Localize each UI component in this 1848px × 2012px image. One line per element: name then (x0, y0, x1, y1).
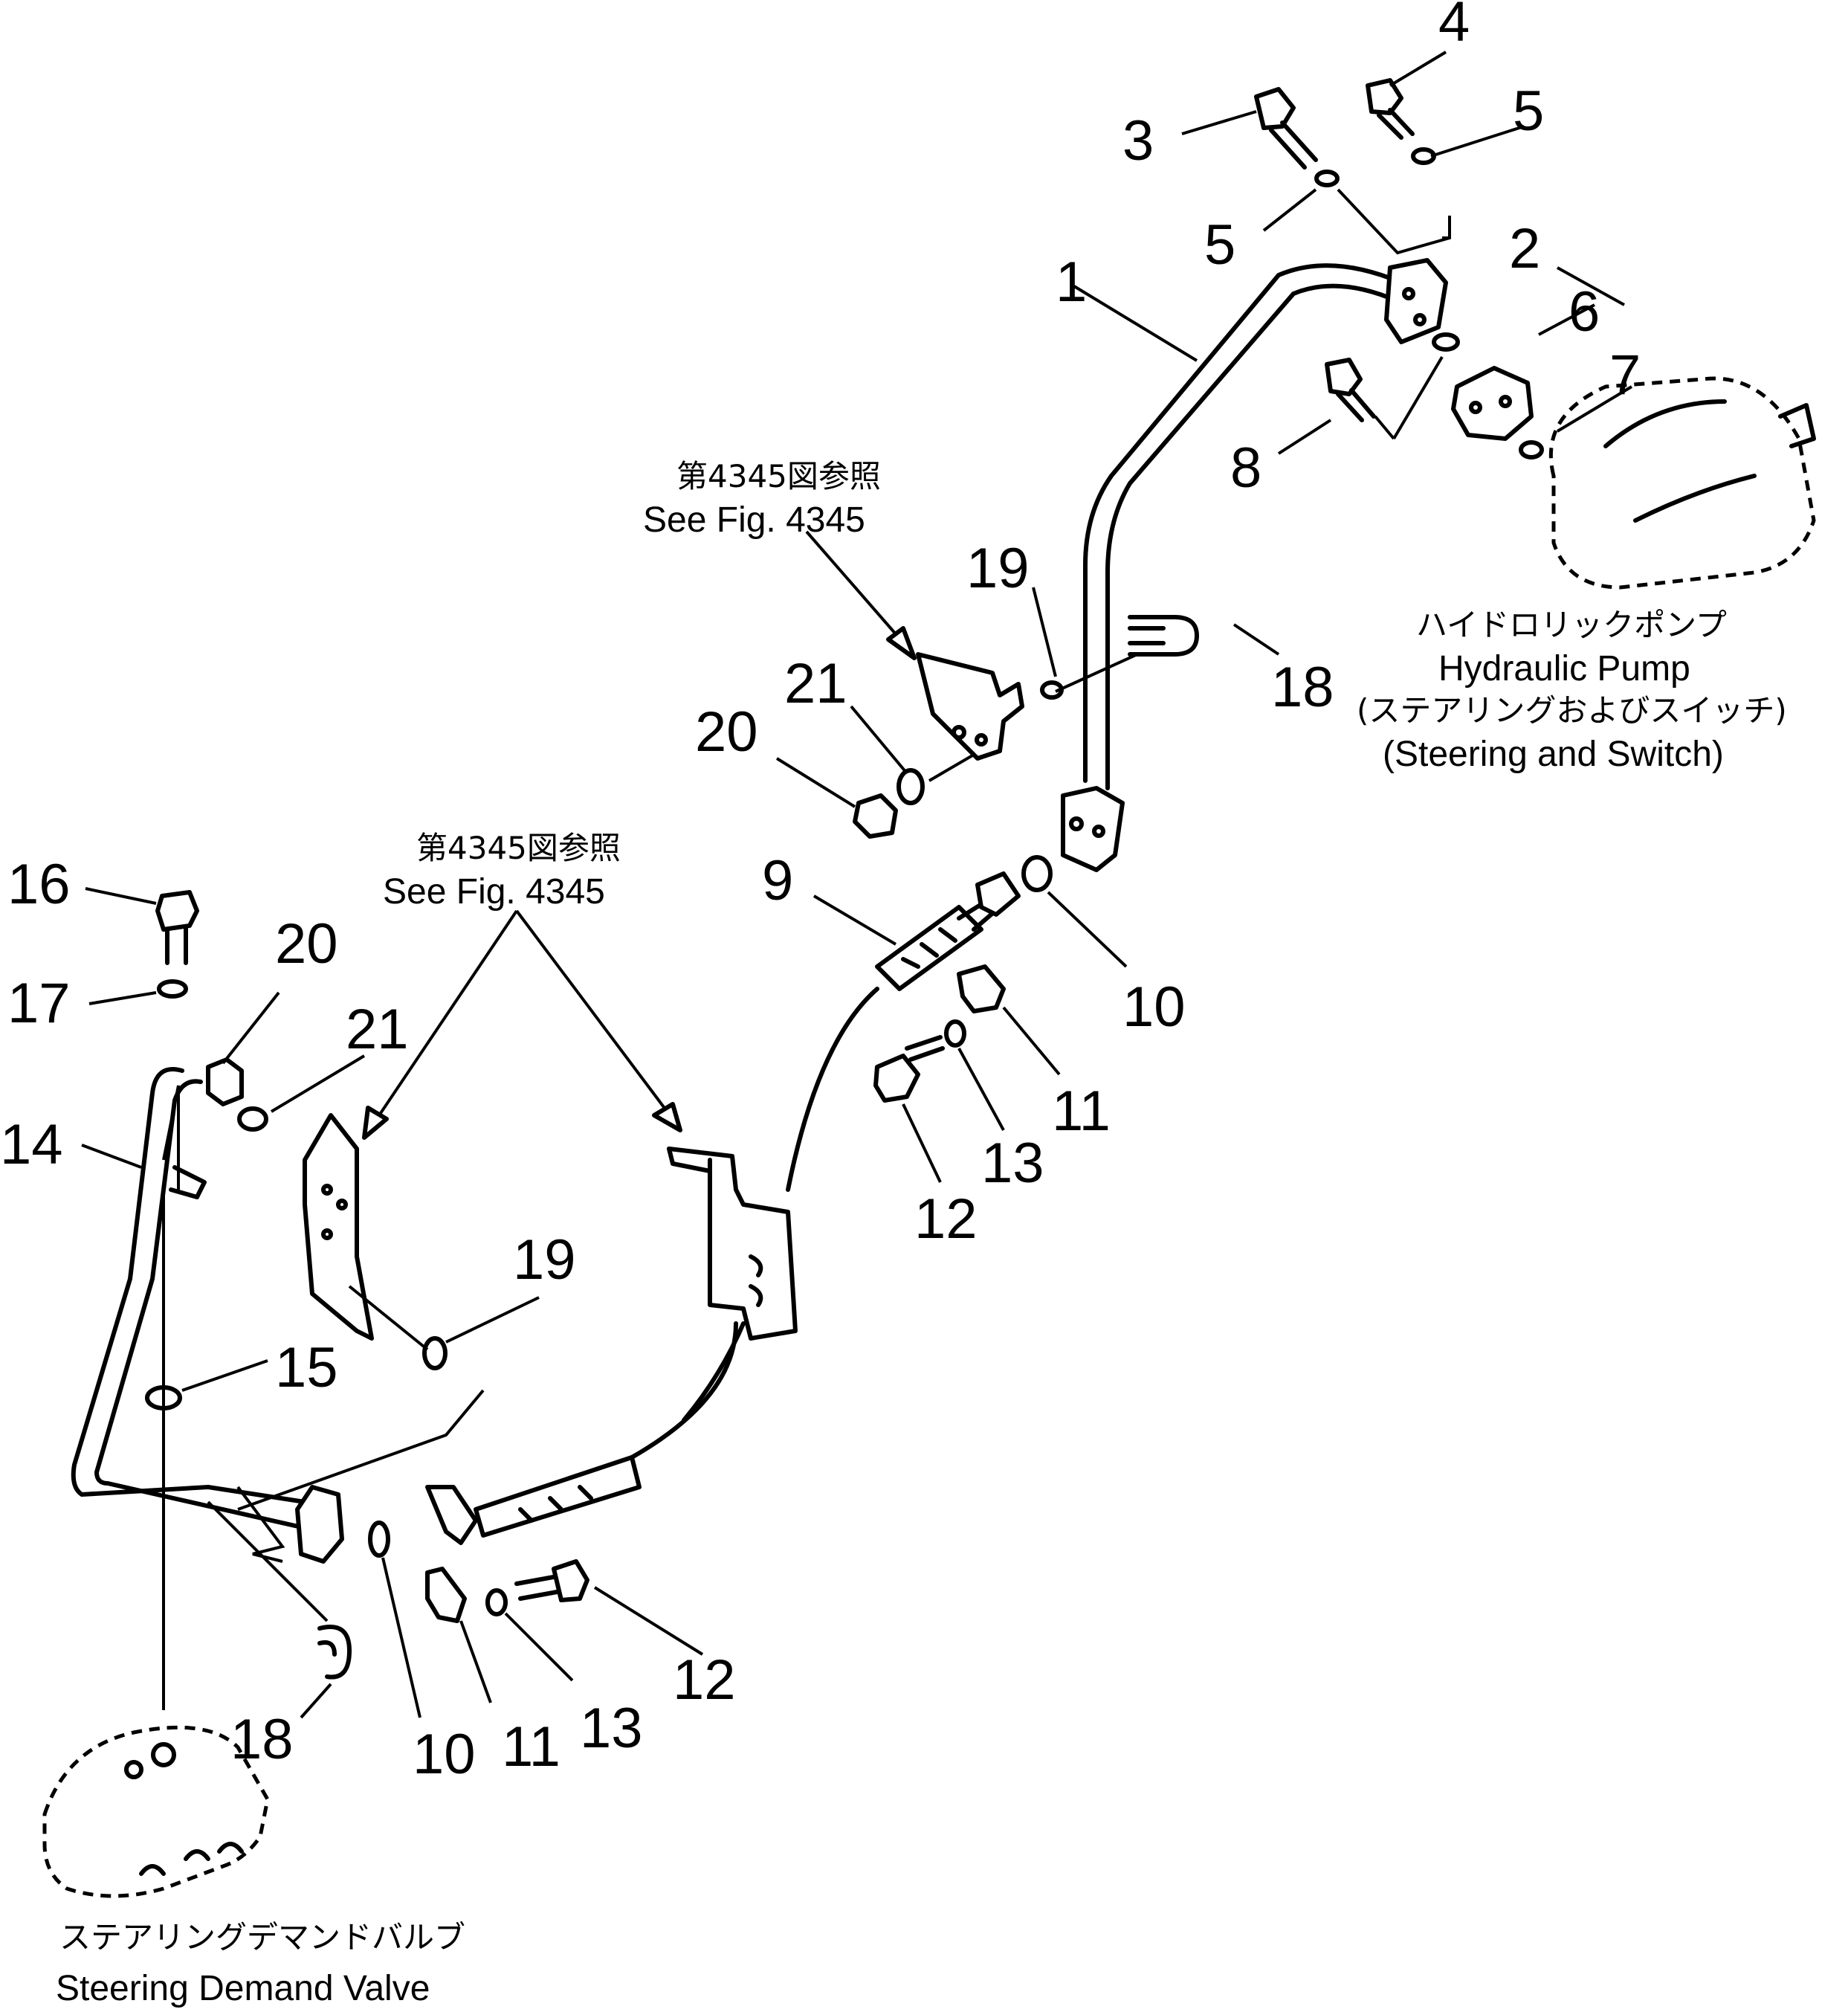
washer-part-13-upper (944, 1019, 966, 1048)
reference-note-lower-jp: 第4345図参照 (416, 830, 621, 866)
u-bolt-part-18-lower (317, 1625, 352, 1680)
callout-12-lower: 12 (673, 1648, 736, 1712)
hose-part-9 (786, 871, 1021, 1192)
reference-note-lower: 第4345図参照 See Fig. 4345 (383, 830, 621, 912)
hose-lower (425, 1321, 738, 1545)
steering-demand-valve-label-jp: ステアリングデマンドバルブ (59, 1919, 465, 1955)
callout-19-lower: 19 (513, 1228, 576, 1292)
callout-7: 7 (1609, 344, 1641, 407)
flange-part-6 (1451, 366, 1534, 441)
pipe-part-14 (71, 1067, 344, 1564)
callout-3: 3 (1122, 109, 1154, 172)
washer-part-5-left (1314, 170, 1340, 187)
callout-20-upper: 20 (695, 700, 758, 764)
nut-part-19-lower (422, 1336, 448, 1370)
o-ring-part-10-upper (1021, 855, 1053, 892)
callout-12-upper: 12 (914, 1187, 978, 1251)
hydraulic-pump-label-jp: ハイドロリックポンプ (1416, 607, 1727, 643)
reference-arrow-upper (805, 530, 917, 660)
hydraulic-pump-sublabel-jp: (ステアリングおよびスイッチ) (1357, 692, 1787, 729)
callout-21-upper: 21 (784, 652, 847, 715)
callout-2: 2 (1509, 217, 1540, 280)
washer-part-13-lower (485, 1588, 508, 1616)
nut-part-20-upper (853, 793, 898, 839)
reference-note-upper-jp: 第4345図参照 (676, 458, 881, 494)
callout-17: 17 (7, 972, 71, 1035)
steering-demand-valve (42, 1725, 270, 1898)
bracket-lower-right (667, 1147, 798, 1422)
callout-21-lower: 21 (346, 998, 409, 1061)
callout-10-upper: 10 (1122, 976, 1186, 1039)
reference-note-upper-en: See Fig. 4345 (643, 500, 865, 540)
washer-part-5-right (1411, 147, 1436, 165)
bolt-part-12-upper (873, 1035, 945, 1103)
callout-18-upper: 18 (1271, 656, 1334, 719)
callout-20-lower: 20 (275, 912, 338, 976)
leader-lines (81, 51, 1633, 1719)
bolt-part-8 (1325, 358, 1376, 422)
callout-13-upper: 13 (981, 1132, 1044, 1195)
hydraulic-pump-label-en: Hydraulic Pump (1438, 649, 1690, 689)
u-bolt-part-18-upper (1128, 615, 1199, 657)
hydraulic-pump-sublabel-en: (Steering and Switch) (1383, 735, 1724, 774)
hydraulic-pump (1548, 376, 1816, 590)
reference-note-upper: 第4345図参照 See Fig. 4345 (643, 458, 881, 540)
bolt-part-12-lower (514, 1559, 589, 1602)
callout-19-upper: 19 (966, 537, 1030, 600)
o-ring-part-15 (145, 1385, 182, 1410)
callout-10-lower: 10 (413, 1723, 476, 1786)
washer-part-21-lower (237, 1106, 268, 1132)
split-flange-part-11-upper (957, 964, 1006, 1013)
reference-note-lower-en: See Fig. 4345 (383, 872, 605, 912)
steering-demand-valve-label-en: Steering Demand Valve (56, 1969, 430, 2008)
bracket-upper (916, 652, 1024, 761)
callout-6: 6 (1568, 280, 1600, 344)
callout-13-lower: 13 (580, 1697, 643, 1760)
callout-5-left: 5 (1204, 213, 1235, 277)
washer-part-21-upper (896, 768, 925, 805)
callout-5-right: 5 (1513, 80, 1544, 143)
bolt-part-16 (155, 890, 199, 965)
steering-demand-valve-label: ステアリングデマンドバルブ Steering Demand Valve (56, 1919, 465, 2008)
callout-1: 1 (1056, 251, 1087, 314)
callout-11-lower: 11 (502, 1715, 560, 1779)
split-flange-part-11-lower (425, 1567, 467, 1623)
o-ring-part-7 (1519, 440, 1544, 460)
o-ring-part-2 (1432, 332, 1460, 352)
bracket-lower-left (303, 1113, 374, 1341)
nut-part-20-lower (206, 1057, 244, 1106)
callout-11-upper: 11 (1052, 1080, 1111, 1143)
callout-15: 15 (275, 1336, 338, 1399)
washer-part-17 (157, 979, 188, 999)
bolt-part-3 (1254, 87, 1318, 170)
callout-numbers: 1 2 3 4 5 5 6 7 8 9 10 10 11 11 12 12 13… (0, 0, 1641, 1786)
callout-18-lower: 18 (230, 1708, 294, 1771)
hydraulic-pump-label: ハイドロリックポンプ Hydraulic Pump (ステアリングおよびスイッチ… (1357, 607, 1787, 774)
nut-part-19-upper (1040, 680, 1064, 700)
callout-14: 14 (0, 1113, 63, 1176)
callout-4: 4 (1438, 0, 1470, 54)
o-ring-part-10-lower (368, 1521, 390, 1558)
callout-9: 9 (762, 849, 793, 912)
bolt-part-4 (1366, 78, 1415, 140)
pipe-part-1 (1061, 258, 1448, 872)
callout-8: 8 (1230, 436, 1261, 500)
callout-16: 16 (7, 853, 71, 916)
reference-arrow-lower (362, 909, 682, 1140)
